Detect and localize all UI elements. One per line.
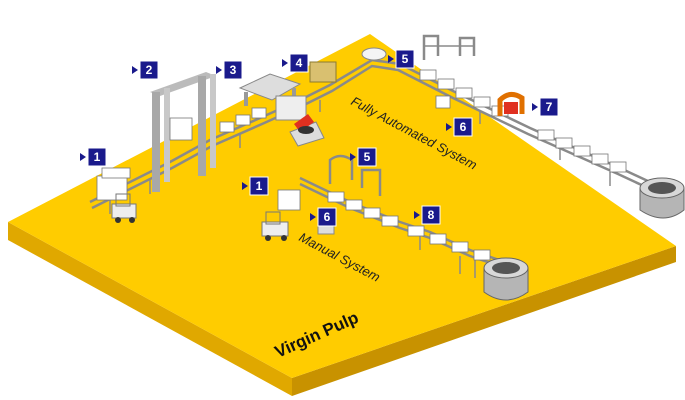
cutter-unit xyxy=(275,95,325,147)
callout-1-manual[interactable]: 1 xyxy=(242,176,269,196)
callout-5-automated[interactable]: 5 xyxy=(388,49,415,69)
pulper-manual xyxy=(483,257,529,301)
svg-text:2: 2 xyxy=(146,63,153,77)
callout-1-automated[interactable]: 1 xyxy=(80,147,107,167)
callout-7[interactable]: 7 xyxy=(532,97,559,117)
forklift-manual xyxy=(261,189,301,241)
callout-5-manual[interactable]: 5 xyxy=(350,147,377,167)
callout-6-automated[interactable]: 6 xyxy=(446,117,473,137)
svg-text:6: 6 xyxy=(460,120,467,134)
turntable xyxy=(361,47,387,61)
callout-2[interactable]: 2 xyxy=(132,60,159,80)
floor-slab xyxy=(8,34,676,396)
gantry-frame xyxy=(150,72,216,192)
svg-text:4: 4 xyxy=(296,56,303,70)
svg-text:3: 3 xyxy=(230,63,237,77)
svg-text:7: 7 xyxy=(546,100,553,114)
callout-8[interactable]: 8 xyxy=(414,205,441,225)
floor-right-edge xyxy=(292,246,676,396)
forklift-automated xyxy=(111,193,137,223)
svg-text:8: 8 xyxy=(428,208,435,222)
scanner-arch xyxy=(497,92,525,116)
svg-text:5: 5 xyxy=(402,52,409,66)
svg-text:1: 1 xyxy=(256,179,263,193)
overhead-crane-automated xyxy=(422,34,476,109)
callout-6-manual[interactable]: 6 xyxy=(310,207,337,227)
callout-3[interactable]: 3 xyxy=(216,60,243,80)
dewiring-machine xyxy=(238,73,302,106)
pulper-automated xyxy=(639,177,685,219)
bales-automated xyxy=(96,69,627,201)
bales-manual xyxy=(327,191,491,261)
stacker-unit xyxy=(309,61,337,83)
floor-front-edge xyxy=(8,222,292,396)
svg-text:6: 6 xyxy=(324,210,331,224)
callout-4[interactable]: 4 xyxy=(282,53,309,73)
svg-text:1: 1 xyxy=(94,150,101,164)
svg-text:5: 5 xyxy=(364,150,371,164)
